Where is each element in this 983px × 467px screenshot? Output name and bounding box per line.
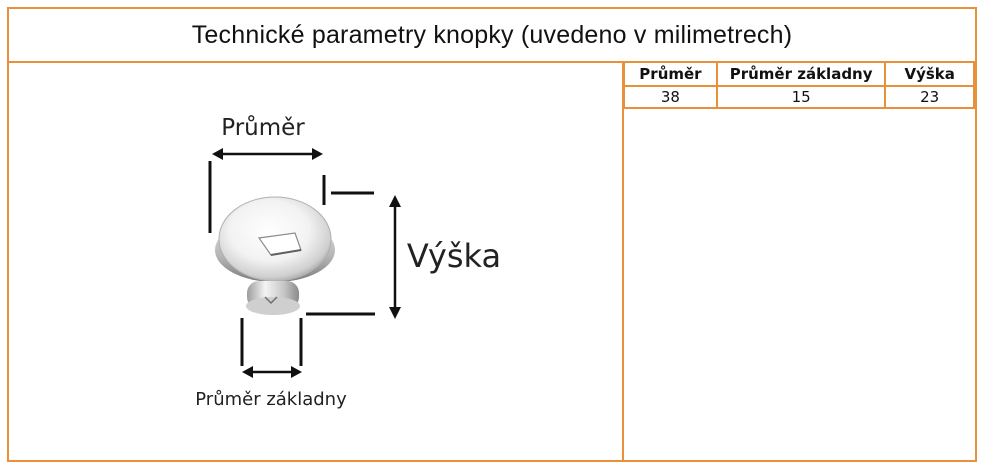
height-label: Výška <box>407 237 501 275</box>
diagram-panel: Průměr Výška <box>9 63 624 460</box>
table-header-row: Průměr Průměr základny Výška <box>623 63 975 87</box>
page-title: Technické parametry knopky (uvedeno v mi… <box>191 20 793 49</box>
height-arrowhead-top <box>389 195 401 207</box>
value-diameter: 38 <box>623 85 718 109</box>
knob-illustration <box>215 196 335 315</box>
header-diameter: Průměr <box>623 63 718 87</box>
spec-table: Průměr Průměr základny Výška 38 15 23 <box>623 63 975 109</box>
header-base-diameter: Průměr základny <box>715 63 887 87</box>
header-height: Výška <box>884 63 975 87</box>
value-base-diameter: 15 <box>715 85 887 109</box>
base-diameter-label: Průměr základny <box>195 389 347 410</box>
height-arrowhead-bottom <box>389 307 401 319</box>
spec-table-panel: Průměr Průměr základny Výška 38 15 23 <box>623 63 975 460</box>
diameter-label: Průměr <box>221 114 305 141</box>
base-arrowhead-right <box>291 366 302 378</box>
spec-frame: Technické parametry knopky (uvedeno v mi… <box>7 7 977 462</box>
base-arrowhead-left <box>242 366 253 378</box>
value-height: 23 <box>884 85 975 109</box>
title-row: Technické parametry knopky (uvedeno v mi… <box>9 9 975 63</box>
knob-diagram: Průměr Výška <box>195 114 501 410</box>
diameter-arrowhead-left <box>212 148 223 160</box>
diameter-arrowhead-right <box>312 148 323 160</box>
table-row: 38 15 23 <box>623 85 975 109</box>
